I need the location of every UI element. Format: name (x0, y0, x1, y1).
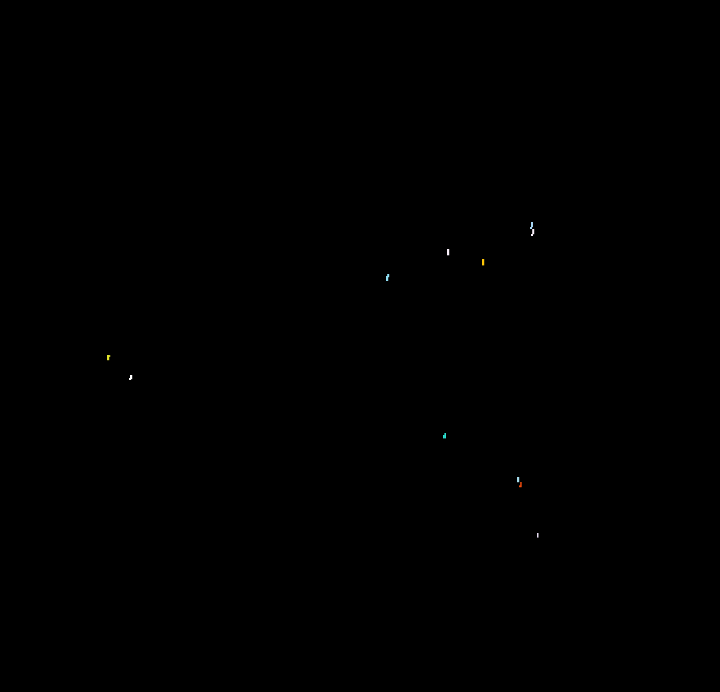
note-particle-5 (386, 274, 390, 281)
note-particle-9 (517, 477, 520, 483)
note-particle-8 (443, 433, 446, 439)
note-particle-3 (447, 249, 450, 256)
note-particle-10 (519, 482, 522, 488)
note-particle-11 (537, 533, 539, 538)
note-particle-7 (129, 375, 133, 380)
note-particle-2 (531, 229, 535, 236)
note-particle-1 (530, 222, 533, 229)
note-particle-4 (482, 259, 485, 266)
note-particle-6 (107, 355, 111, 361)
